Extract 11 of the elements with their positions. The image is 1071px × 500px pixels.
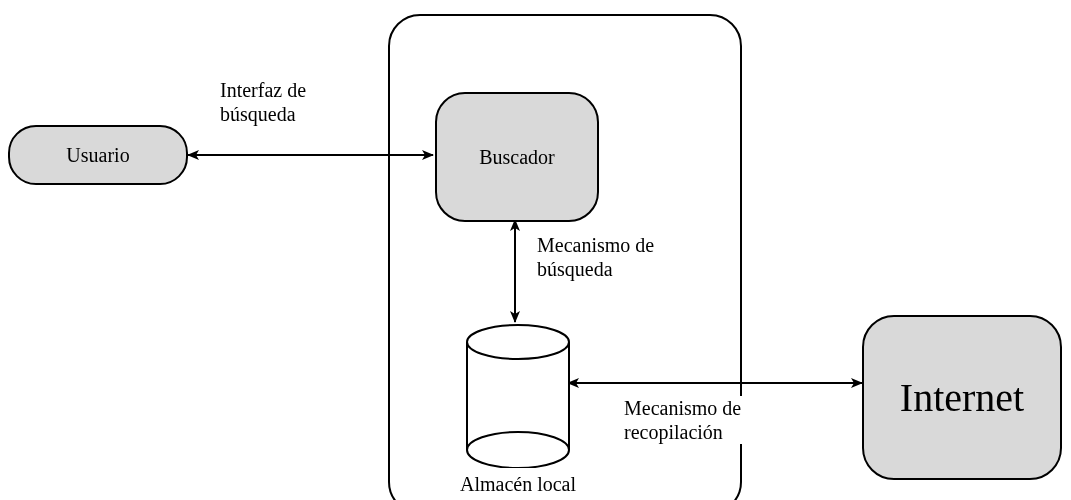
rounded-box	[8, 125, 188, 185]
double-arrow	[567, 378, 863, 388]
node-label: Usuario	[66, 143, 130, 167]
node-label: Internet	[899, 374, 1025, 421]
container-box	[388, 14, 742, 500]
node-label: Almacén local	[459, 472, 577, 496]
double-arrow	[187, 150, 434, 160]
rounded-box	[435, 92, 599, 222]
rounded-box	[862, 315, 1062, 480]
node-label: Buscador	[479, 145, 555, 169]
double-arrow	[510, 219, 520, 323]
